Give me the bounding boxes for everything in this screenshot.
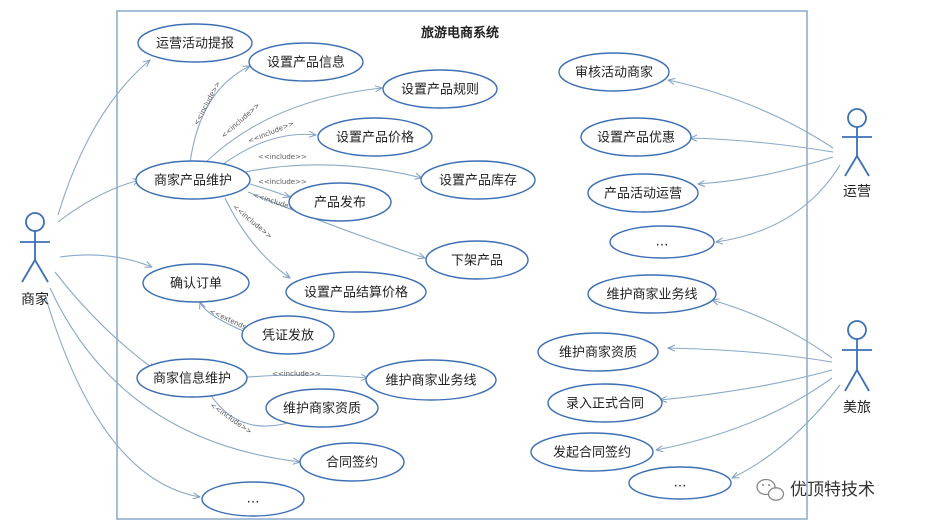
watermark-text: 优顶特技术 <box>790 480 875 500</box>
actor-merchant-label: 商家 <box>21 291 49 308</box>
stereo-include-3: <<include>> <box>247 119 295 145</box>
uc-label-set-rules: 设置产品规则 <box>401 83 479 98</box>
uc-label-settle: 设置产品结算价格 <box>304 285 408 301</box>
uc-label-set-info: 设置产品信息 <box>267 55 345 71</box>
edge-ops-discount <box>690 138 834 153</box>
actor-ops[interactable] <box>842 108 872 177</box>
uc-label-promo-apply: 运营活动提报 <box>156 36 234 52</box>
edge-include-qual <box>209 393 298 427</box>
stereo-include-8: <<include>> <box>272 370 321 378</box>
uc-label-confirm: 确认订单 <box>170 277 222 292</box>
uc-ellipse-confirm[interactable] <box>142 263 250 303</box>
uc-ellipse-promo-apply[interactable] <box>137 23 253 63</box>
uc-ellipse-set-rules[interactable] <box>382 69 498 109</box>
uc-label-set-price: 设置产品价格 <box>336 130 414 146</box>
edge-meilv-more <box>732 384 841 478</box>
uc-label-contract: 合同签约 <box>326 455 378 471</box>
wechat-icon <box>756 478 785 501</box>
edge-ops-more <box>716 164 841 242</box>
stereo-include-4: <<include>> <box>258 153 307 161</box>
uc-ellipse-settle[interactable] <box>285 271 427 313</box>
actor-meilv-label: 美旅 <box>843 400 871 416</box>
uc-label-review: 审核活动商家 <box>575 65 653 81</box>
uc-label-biz-right: 维护商家业务线 <box>606 287 697 303</box>
uc-ellipse-set-stock[interactable] <box>420 160 536 200</box>
edge-include-info <box>189 66 250 164</box>
stereo-include-9: <<include>> <box>209 401 254 436</box>
uc-ellipse-maintain[interactable] <box>135 160 251 200</box>
uc-ellipse-qual-right[interactable] <box>537 332 659 372</box>
edge-meilv-qual <box>668 348 833 363</box>
uc-label-discount: 设置产品优惠 <box>597 131 675 146</box>
edge-meilv-init <box>656 377 833 450</box>
uc-ellipse-more-meilv[interactable] <box>628 466 732 500</box>
edge-include-price <box>221 134 316 166</box>
edge-merchant-maintain <box>57 180 140 223</box>
uc-ellipse-entry[interactable] <box>547 383 663 423</box>
edge-merchant-confirm <box>59 254 152 267</box>
uc-label-merchant-info: 商家信息维护 <box>153 371 231 387</box>
system-boundary <box>116 10 808 520</box>
uc-label-more-left: … <box>247 492 260 507</box>
uc-ellipse-set-info[interactable] <box>248 42 364 82</box>
uc-ellipse-discount[interactable] <box>580 117 692 157</box>
edge-extends-voucher <box>200 302 249 334</box>
edge-meilv-biz <box>712 300 833 359</box>
uc-ellipse-more-ops[interactable] <box>609 225 715 259</box>
uc-label-more-meilv: … <box>674 476 687 491</box>
system-title: 旅游电商系统 <box>421 25 499 41</box>
uc-label-publish: 产品发布 <box>314 195 366 211</box>
edge-include-rules <box>204 88 382 164</box>
edge-include-offshelf <box>247 191 425 258</box>
uc-ellipse-biz-right[interactable] <box>587 274 717 314</box>
actor-meilv[interactable] <box>842 320 872 392</box>
edge-merchant-promo <box>57 60 150 216</box>
uc-label-more-ops: … <box>656 235 669 250</box>
uc-label-init: 发起合同签约 <box>553 445 631 461</box>
uc-ellipse-init[interactable] <box>530 432 654 472</box>
edge-ops-activity <box>698 156 834 184</box>
uc-label-voucher: 凭证发放 <box>262 328 314 344</box>
edge-include-stock <box>244 164 422 178</box>
uc-label-biz-left: 维护商家业务线 <box>385 373 476 389</box>
uc-label-entry: 录入正式合同 <box>566 397 644 412</box>
edge-include-settle <box>224 197 290 278</box>
uc-ellipse-merchant-info[interactable] <box>136 358 248 398</box>
uc-label-qual-right: 维护商家资质 <box>559 345 637 361</box>
actor-merchant[interactable] <box>20 212 50 283</box>
stereo-include-1: <<include>> <box>192 80 222 127</box>
stereo-include-5: <<include>> <box>258 178 307 186</box>
edge-merchant-contract <box>49 287 300 462</box>
uc-ellipse-biz-left[interactable] <box>365 359 497 401</box>
edge-merchant-info <box>54 271 155 370</box>
uc-ellipse-offshelf[interactable] <box>425 240 529 280</box>
uc-ellipse-activity[interactable] <box>587 173 699 213</box>
uc-ellipse-publish[interactable] <box>288 182 392 222</box>
edge-ops-review <box>668 80 834 149</box>
uc-ellipse-qual-left[interactable] <box>265 388 379 428</box>
uc-label-activity: 产品活动运营 <box>604 187 682 202</box>
uc-label-offshelf: 下架产品 <box>451 254 503 269</box>
uc-ellipse-contract[interactable] <box>299 442 405 482</box>
edge-include-biz <box>237 375 368 378</box>
uc-label-set-stock: 设置产品库存 <box>439 173 517 189</box>
uc-ellipse-voucher[interactable] <box>241 315 335 355</box>
uc-ellipse-set-price[interactable] <box>317 117 433 157</box>
edge-include-publish <box>249 183 290 197</box>
uc-label-qual-left: 维护商家资质 <box>283 401 361 417</box>
edge-merchant-more <box>44 294 200 497</box>
edge-meilv-entry <box>660 369 833 400</box>
uc-ellipse-more-left[interactable] <box>201 481 305 517</box>
actor-ops-label: 运营 <box>843 184 871 200</box>
uc-ellipse-review[interactable] <box>558 52 670 92</box>
uc-label-maintain: 商家产品维护 <box>154 173 232 189</box>
